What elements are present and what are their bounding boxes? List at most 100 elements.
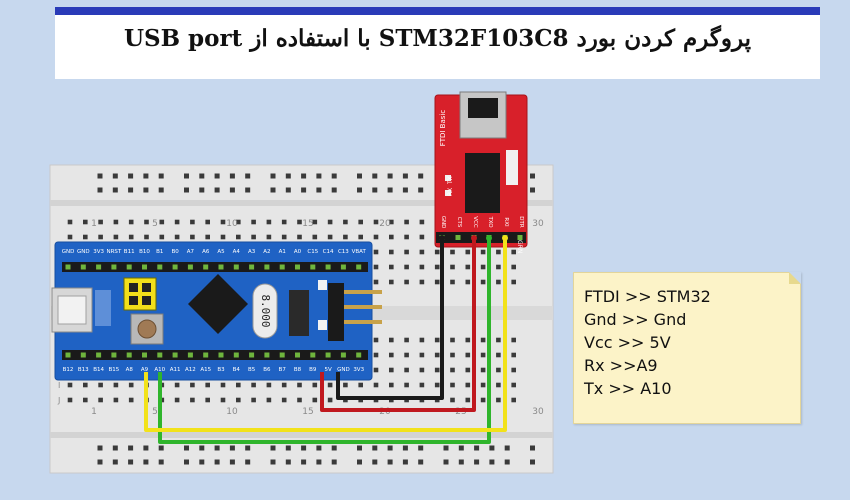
- breadboard-hole: [450, 249, 455, 255]
- breadboard-hole: [372, 173, 378, 179]
- breadboard-hole: [419, 219, 425, 225]
- breadboard-hole: [184, 445, 189, 451]
- breadboard-hole: [480, 352, 486, 358]
- jumper-pin: [129, 296, 138, 305]
- breadboard-hole: [312, 234, 318, 240]
- breadboard-hole: [199, 187, 205, 193]
- breadboard-hole: [530, 445, 535, 451]
- stm32-pin: [325, 264, 331, 270]
- stm32-pin: [218, 264, 224, 270]
- breadboard-hole: [480, 279, 486, 285]
- boot0-jumper: [129, 283, 138, 292]
- stm32-pin: [65, 352, 71, 358]
- stm32-pin-label-b6: B6: [263, 367, 271, 373]
- breadboard-hole: [251, 382, 256, 388]
- stm32-pin: [126, 264, 132, 270]
- wire-vcc: [320, 238, 476, 412]
- breadboard-hole: [496, 279, 501, 285]
- breadboard-hole: [489, 459, 495, 465]
- stm32-pin: [157, 264, 163, 270]
- breadboard-hole: [343, 234, 348, 240]
- stm32-pin-label-a3: A3: [248, 249, 256, 255]
- breadboard-row-letters: IJ: [57, 381, 60, 405]
- stm32-pin-label-b12: B12: [63, 367, 74, 373]
- stm32-pin-label-b7: B7: [279, 367, 287, 373]
- stm32-pin-label-gnd: GND: [337, 367, 350, 373]
- breadboard-hole: [389, 264, 394, 270]
- breadboard-hole: [158, 445, 164, 451]
- breadboard-hole: [316, 459, 322, 465]
- breadboard-hole: [373, 382, 379, 388]
- stm32-pin-label-5v: 5V: [324, 367, 331, 373]
- breadboard-hole: [373, 352, 379, 358]
- breadboard-hole: [174, 219, 180, 225]
- stm32-pin: [96, 352, 102, 358]
- breadboard-hole: [312, 219, 318, 225]
- breadboard-hole: [434, 382, 440, 388]
- ftdi-usb-opening: [468, 98, 498, 118]
- breadboard-hole: [144, 234, 149, 240]
- breadboard-hole: [128, 173, 134, 179]
- wire-tx-end: [486, 235, 492, 241]
- breadboard-hole: [373, 234, 379, 240]
- column-number-top: 30: [532, 219, 544, 229]
- breadboard-hole: [270, 459, 276, 465]
- breadboard-hole: [530, 187, 535, 193]
- stm32-pin-label-b3: B3: [217, 367, 225, 373]
- breadboard-hole: [184, 459, 189, 465]
- stm32-pin: [142, 264, 147, 270]
- breadboard-hole: [450, 264, 455, 270]
- stm32-pin: [187, 264, 193, 270]
- stm32-pin: [157, 352, 163, 358]
- breadboard-hole: [511, 352, 516, 358]
- breadboard-hole: [511, 249, 516, 255]
- column-number-bottom: 5: [152, 407, 158, 417]
- stm32-pin: [340, 264, 346, 270]
- breadboard-hole: [465, 352, 471, 358]
- stm32-pin: [340, 352, 346, 358]
- breadboard-hole: [220, 397, 226, 403]
- stm32-pin-label-vbat: VBAT: [352, 249, 367, 255]
- stm32-pin-label-b1: B1: [156, 249, 163, 255]
- stm32-pin-label-b10: B10: [139, 249, 150, 255]
- breadboard-hole: [205, 234, 210, 240]
- breadboard-hole: [112, 173, 118, 179]
- wires: [144, 235, 508, 444]
- breadboard-hole: [465, 397, 471, 403]
- stm32-pin: [264, 352, 270, 358]
- stm32-pin: [295, 264, 300, 270]
- breadboard-hole: [404, 279, 409, 285]
- stm32-pin-label-b14: B14: [93, 367, 104, 373]
- breadboard-hole: [474, 459, 480, 465]
- breadboard-hole: [266, 382, 272, 388]
- column-number-bottom: 30: [532, 407, 544, 417]
- breadboard-hole: [128, 234, 134, 240]
- breadboard-hole: [199, 459, 205, 465]
- column-number-top: 10: [226, 219, 238, 229]
- page-title: پروگرم کردن بورد STM32F103C8 با استفاده …: [123, 25, 752, 52]
- ftdi-led-label-tx: TX: [447, 176, 454, 185]
- breadboard-hole: [190, 397, 195, 403]
- stm32-pin-label-b0: B0: [171, 249, 179, 255]
- breadboard-hole: [465, 367, 471, 373]
- micro-usb-opening: [57, 295, 87, 325]
- breadboard-hole: [174, 382, 180, 388]
- breadboard-hole: [496, 337, 501, 343]
- breadboard-hole: [214, 173, 220, 179]
- breadboard-hole: [327, 219, 333, 225]
- stm32-pin: [203, 352, 209, 358]
- title-banner: پروگرم کردن بورد STM32F103C8 با استفاده …: [55, 7, 820, 79]
- breadboard-hole: [312, 397, 318, 403]
- breadboard-hole: [159, 234, 165, 240]
- breadboard-hole: [343, 382, 348, 388]
- breadboard-hole: [404, 382, 409, 388]
- stm32-pin-label-a7: A7: [187, 249, 195, 255]
- breadboard-hole: [480, 367, 486, 373]
- breadboard-hole: [205, 219, 210, 225]
- stm32-pin-label-b13: B13: [78, 367, 89, 373]
- breadboard-hole: [465, 249, 471, 255]
- breadboard-hole: [331, 187, 337, 193]
